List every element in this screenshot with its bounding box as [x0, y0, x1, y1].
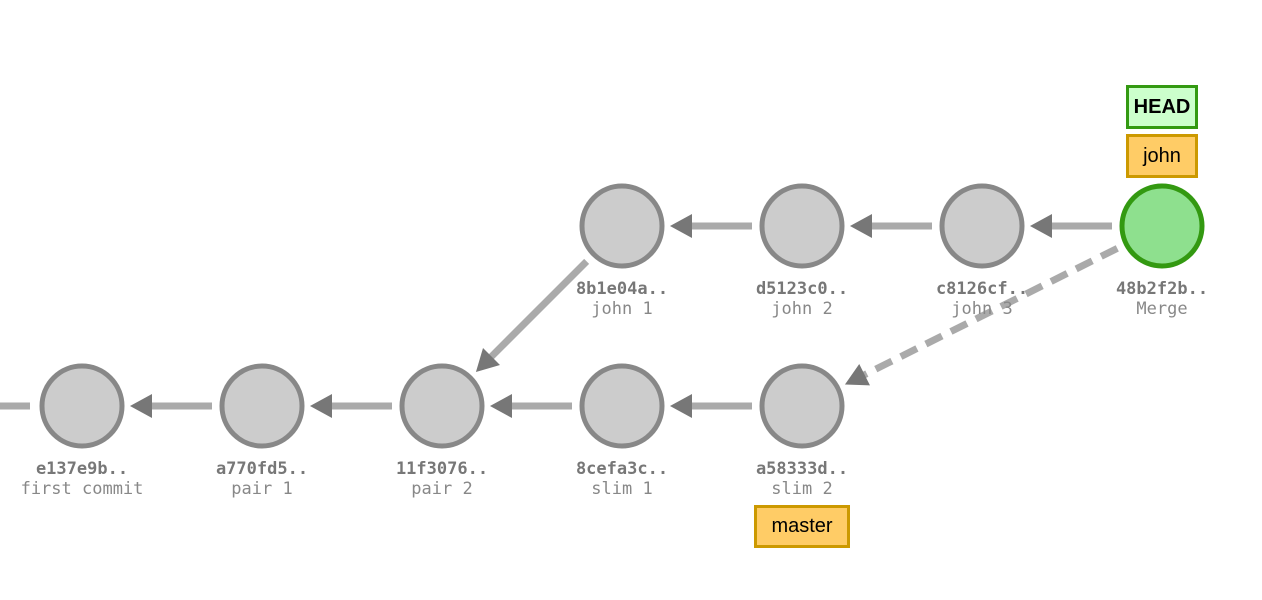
arrowhead-11f3-to-a770 [310, 394, 332, 418]
commit-node-8cef[interactable]: 8cefa3c..slim 1 [576, 363, 668, 499]
arrowhead-8b1e-to-11f3 [475, 348, 500, 373]
commit-node-11f3[interactable]: 11f3076..pair 2 [396, 363, 488, 499]
commit-circle[interactable] [219, 363, 305, 449]
commit-message: pair 1 [231, 479, 292, 499]
arrowhead-c812-to-d512 [850, 214, 872, 238]
commit-node-d512[interactable]: d5123c0..john 2 [756, 183, 848, 319]
commit-sha: 48b2f2b.. [1116, 279, 1208, 299]
commit-message: slim 1 [591, 479, 652, 499]
branch-label-john: john [1143, 145, 1181, 167]
commit-sha: 8cefa3c.. [576, 459, 668, 479]
edges-layer [130, 214, 1119, 418]
commit-message: john 1 [591, 299, 652, 319]
commit-node-8b1e[interactable]: 8b1e04a..john 1 [576, 183, 668, 319]
head-ref-label: HEAD [1133, 96, 1191, 118]
commit-node-48b2[interactable]: 48b2f2b..Merge [1116, 183, 1208, 319]
commit-message: first commit [21, 479, 144, 499]
commit-node-e137[interactable]: e137e9b..first commit [21, 363, 144, 499]
edge-8b1e-to-11f3 [487, 258, 590, 361]
arrowhead-a583-to-8cef [670, 394, 692, 418]
commit-message: john 3 [951, 299, 1012, 319]
arrowhead-d512-to-8b1e [670, 214, 692, 238]
commit-circle[interactable] [579, 363, 665, 449]
branch-label-master: master [771, 515, 833, 537]
commit-sha: d5123c0.. [756, 279, 848, 299]
commit-circle[interactable] [579, 183, 665, 269]
branch-tag-master[interactable]: master [754, 505, 850, 548]
commit-circle[interactable] [939, 183, 1025, 269]
commit-message: Merge [1136, 299, 1187, 319]
commit-message: pair 2 [411, 479, 472, 499]
commit-sha: e137e9b.. [36, 459, 128, 479]
commit-circle[interactable] [1119, 183, 1205, 269]
arrowhead-8cef-to-11f3 [490, 394, 512, 418]
head-ref-tag[interactable]: HEAD [1126, 85, 1198, 129]
commit-sha: 11f3076.. [396, 459, 488, 479]
arrowhead-48b2-to-c812 [1030, 214, 1052, 238]
arrowhead-a770-to-e137 [130, 394, 152, 418]
edge-48b2-to-a583 [861, 245, 1119, 379]
commit-sha: a58333d.. [756, 459, 848, 479]
branch-tag-john[interactable]: john [1126, 134, 1198, 178]
commit-circle[interactable] [399, 363, 485, 449]
commit-sha: a770fd5.. [216, 459, 308, 479]
commit-message: john 2 [771, 299, 832, 319]
commit-sha: 8b1e04a.. [576, 279, 668, 299]
arrowhead-48b2-to-a583 [844, 363, 870, 386]
commit-node-a770[interactable]: a770fd5..pair 1 [216, 363, 308, 499]
nodes-layer: e137e9b..first commit a770fd5..pair 1 11f3… [21, 183, 1208, 499]
commit-message: slim 2 [771, 479, 832, 499]
commit-node-a583[interactable]: a58333d..slim 2 [756, 363, 848, 499]
commit-circle[interactable] [39, 363, 125, 449]
commit-circle[interactable] [759, 363, 845, 449]
commit-node-c812[interactable]: c8126cf..john 3 [936, 183, 1028, 319]
commit-sha: c8126cf.. [936, 279, 1028, 299]
commit-circle[interactable] [759, 183, 845, 269]
